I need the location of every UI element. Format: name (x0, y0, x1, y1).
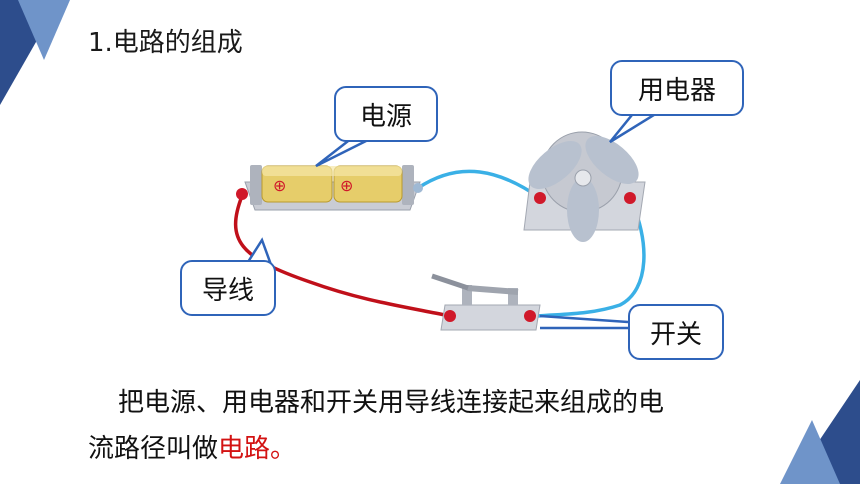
paragraph-line-2-suffix: 。 (270, 434, 297, 464)
slide-title: 1.电路的组成 (88, 28, 243, 58)
callout-power-source-label: 电源 (359, 101, 412, 132)
callout-switch-label: 开关 (649, 319, 702, 350)
callout-appliance: 用电器 (610, 60, 744, 116)
callout-tail-power (315, 136, 373, 168)
corner-decoration-top-left (0, 0, 70, 105)
corner-decoration-bottom-right (780, 380, 860, 484)
red-wire (233, 195, 446, 317)
definition-paragraph: 把电源、用电器和开关用导线连接起来组成的电 流路径叫做电路。 (88, 380, 758, 472)
fan-icon (523, 131, 646, 242)
callout-switch: 开关 (628, 304, 724, 360)
blue-wire-battery-to-fan (417, 169, 542, 200)
paragraph-line-2-prefix: 流路径叫做 (88, 434, 219, 464)
blue-wire-fan-to-switch (537, 197, 646, 318)
highlight-term-circuit: 电路 (218, 434, 271, 464)
battery-plus-icon-2: ⊕ (340, 176, 353, 195)
paragraph-line-2: 流路径叫做电路。 (88, 426, 758, 472)
switch-icon (431, 273, 541, 331)
callout-appliance-label: 用电器 (637, 75, 716, 106)
battery-plus-icon-1: ⊕ (273, 176, 286, 195)
callout-pointer-switch-1 (539, 314, 629, 324)
callout-tail-wire (245, 237, 272, 264)
paragraph-line-1: 把电源、用电器和开关用导线连接起来组成的电 (118, 388, 665, 418)
battery-holder (236, 165, 423, 211)
callout-wire-label: 导线 (201, 275, 254, 306)
callout-wire: 导线 (180, 260, 276, 316)
callout-power-source: 电源 (334, 86, 438, 142)
